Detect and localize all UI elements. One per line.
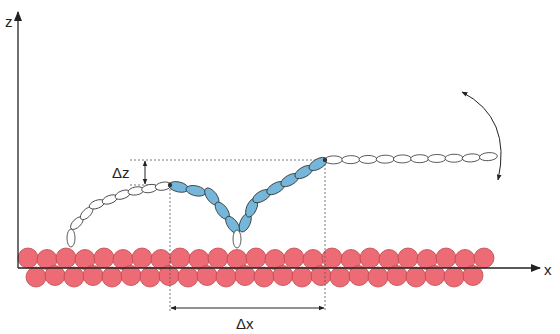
axis-label: x [544, 262, 552, 277]
guide-line [325, 160, 326, 312]
protein-domain [411, 155, 429, 163]
actin-bead [18, 248, 38, 268]
actin-bead [292, 267, 312, 287]
swing-arrow [462, 92, 501, 180]
actin-bead [208, 248, 228, 268]
actin-bead [398, 248, 418, 268]
actin-bead [474, 248, 494, 268]
dimension-label: Δx [236, 316, 254, 331]
dz-arrow [145, 161, 146, 184]
protein-domain [428, 154, 446, 162]
joint-dot [323, 158, 327, 162]
x-axis [18, 267, 540, 268]
actin-bead [284, 248, 304, 268]
actin-bead [64, 267, 84, 287]
actin-bead [56, 248, 76, 268]
protein-domain [155, 181, 172, 192]
axes [18, 12, 540, 268]
protein-domain [376, 155, 394, 163]
dx-arrow [171, 308, 324, 309]
dashed-guides [130, 160, 325, 312]
z-axis [17, 12, 18, 268]
actin-bead [178, 267, 198, 287]
actin-bead [360, 248, 380, 268]
actin-bead [254, 267, 274, 287]
protein-domain [359, 155, 377, 163]
binding-site [67, 229, 75, 247]
protein-domain [445, 154, 463, 162]
axis-label: z [5, 14, 13, 29]
actin-bead [26, 267, 46, 287]
actin-bead [102, 267, 122, 287]
actin-bead [132, 248, 152, 268]
protein-domain [393, 155, 411, 163]
myosin-chains [67, 152, 498, 248]
actin-bead [246, 248, 266, 268]
actin-bead [170, 248, 190, 268]
dimension-arrows [145, 92, 501, 308]
actin-bead [406, 267, 426, 287]
protein-domain [462, 153, 481, 162]
protein-domain [185, 184, 207, 198]
joint-dot [168, 183, 172, 187]
actin-bead [94, 248, 114, 268]
protein-domain [168, 180, 190, 194]
actin-bead [216, 267, 236, 287]
binding-site [233, 230, 241, 248]
actin-bead [444, 267, 464, 287]
guide-line [130, 160, 325, 161]
actin-bead [368, 267, 388, 287]
actin-bead [140, 267, 160, 287]
actin-bead [436, 248, 456, 268]
protein-domain [479, 152, 498, 161]
guide-line [170, 185, 171, 312]
protein-domain [325, 156, 343, 164]
protein-domain [342, 156, 360, 164]
actin-bead [330, 267, 350, 287]
dimension-label: Δz [112, 165, 130, 180]
